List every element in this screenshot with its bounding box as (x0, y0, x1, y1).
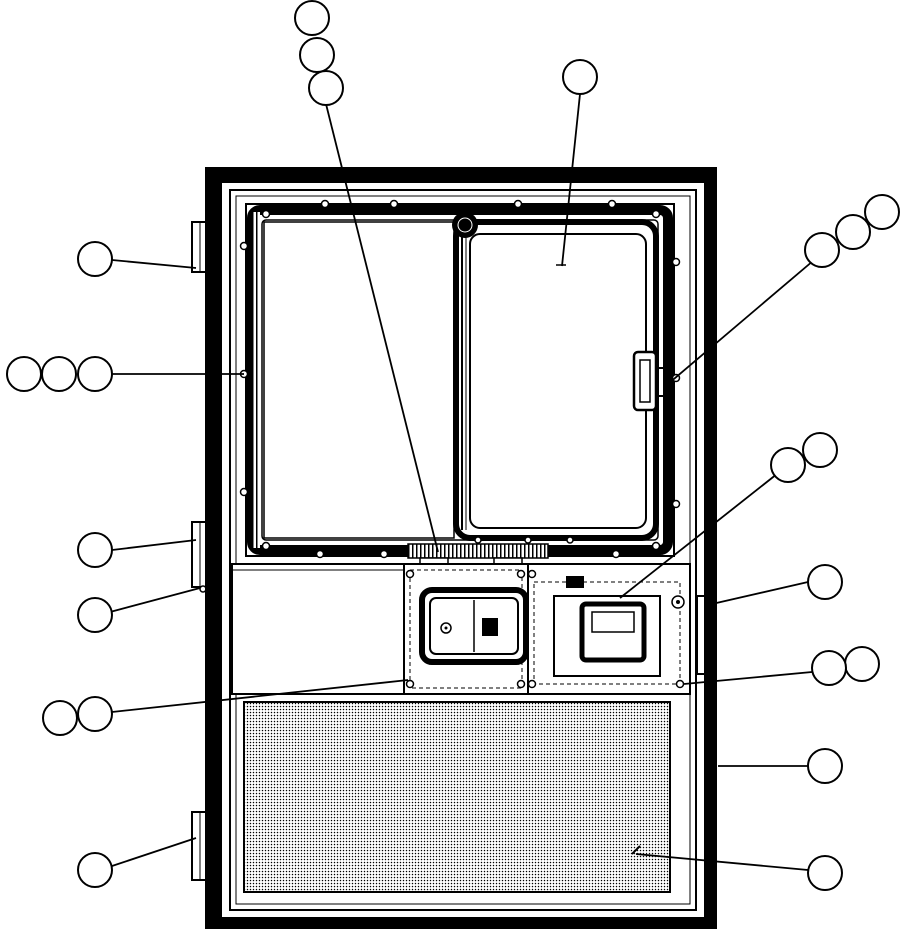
callout-bubble (77, 852, 113, 888)
callout-bubble (294, 0, 330, 36)
callout-bubble (804, 232, 840, 268)
callout-bubble (77, 696, 113, 732)
frame-bolts (239, 199, 681, 559)
callout-bubble (844, 646, 880, 682)
leader-lines (109, 93, 821, 871)
callout-bubble (807, 748, 843, 784)
callout-bubbles (6, 0, 900, 891)
callout-bubble (77, 532, 113, 568)
callout-bubble (77, 597, 113, 633)
window-slide-handle (632, 350, 668, 412)
callout-bubble (77, 356, 113, 392)
callout-bubble (807, 564, 843, 600)
callout-bubble (835, 214, 871, 250)
callout-bubble (77, 241, 113, 277)
callout-bubble (308, 70, 344, 106)
callout-bubble (802, 432, 838, 468)
callout-bubble (807, 855, 843, 891)
latch-plate (527, 563, 691, 695)
callout-bubble (864, 194, 900, 230)
callout-bubble (770, 447, 806, 483)
callout-bubble (562, 59, 598, 95)
door-lock-plate (403, 563, 529, 695)
callout-bubble (299, 37, 335, 73)
door-inner-panel-outline (229, 189, 697, 911)
callout-bubble (42, 700, 78, 736)
lower-left-cover (231, 563, 405, 695)
callout-bubble (811, 650, 847, 686)
callout-bubble (6, 356, 42, 392)
fixed-window-pane (263, 221, 455, 539)
sliding-window-pane (453, 219, 659, 541)
lower-grille-panel (243, 701, 671, 893)
callout-bubble (41, 356, 77, 392)
